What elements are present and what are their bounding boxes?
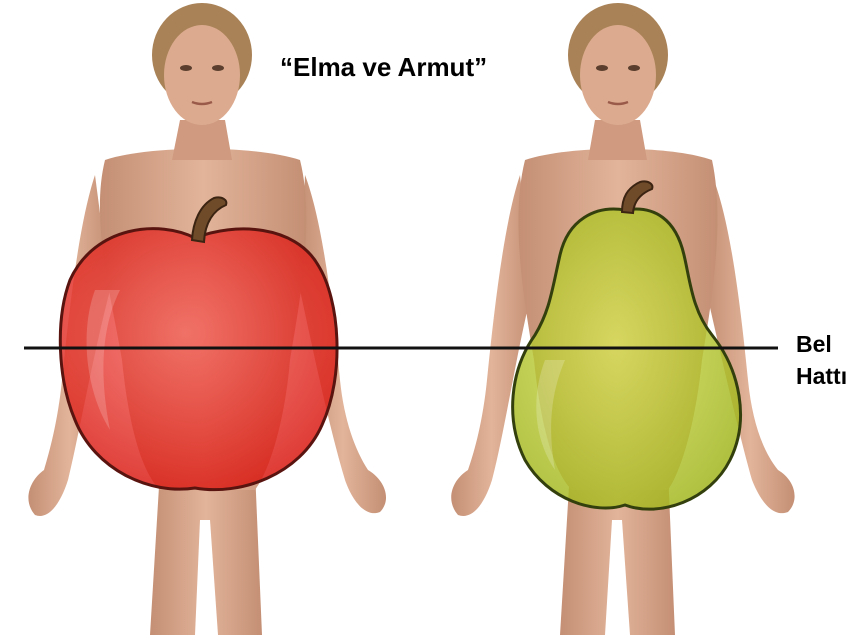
apple-shape (60, 197, 337, 489)
right-woman-face (580, 25, 656, 125)
left-woman-face (164, 25, 240, 125)
left-woman-legs (150, 470, 262, 635)
left-woman-neck (172, 120, 232, 160)
waist-line-label: Bel Hattı (796, 328, 847, 392)
waist-label-line1: Bel (796, 328, 847, 360)
diagram-title: “Elma ve Armut” (280, 52, 487, 83)
waist-label-line2: Hattı (796, 360, 847, 392)
right-woman-neck (588, 120, 647, 160)
